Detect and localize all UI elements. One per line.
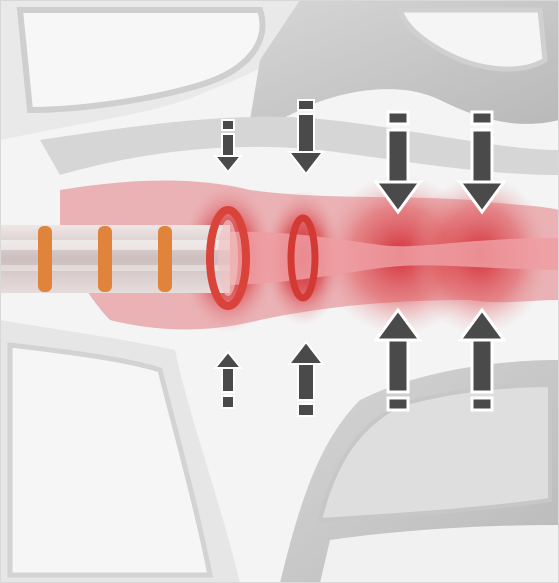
tube-highlight-lower <box>0 265 230 271</box>
tube-stripe-3 <box>158 226 172 292</box>
tube-stripe-1 <box>38 226 52 292</box>
tube-stripe-2 <box>98 226 112 292</box>
tube-highlight <box>0 240 230 250</box>
tube-cuff-inner <box>218 220 238 296</box>
tube-body <box>0 225 230 293</box>
